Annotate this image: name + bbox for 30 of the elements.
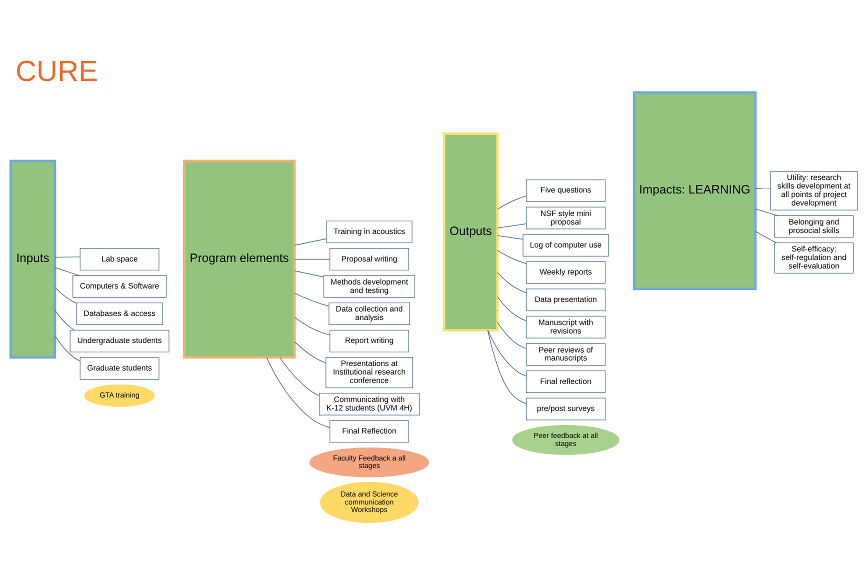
- connector: [294, 238, 327, 246]
- connector: [497, 196, 527, 210]
- connector: [497, 250, 527, 264]
- connector: [266, 357, 330, 428]
- node-box: Program elements: [182, 160, 296, 359]
- connector: [294, 292, 330, 306]
- connector: [54, 256, 80, 258]
- connector: [54, 267, 80, 276]
- connector: [488, 330, 527, 377]
- connector: [54, 335, 80, 362]
- connector: [54, 310, 75, 330]
- connector: [497, 223, 527, 228]
- connector: [280, 357, 320, 396]
- connector: [54, 287, 77, 304]
- connector: [294, 341, 326, 364]
- connector: [755, 230, 777, 244]
- connector: [294, 270, 324, 278]
- connector: [497, 272, 527, 294]
- connector: [487, 330, 526, 404]
- connector: [755, 188, 771, 189]
- connector: [497, 322, 527, 350]
- connector: [294, 258, 330, 260]
- node-box: Inputs: [9, 160, 56, 359]
- node-box: Outputs: [442, 132, 499, 332]
- connector: [755, 208, 778, 216]
- connector: [497, 296, 527, 322]
- connector: [497, 235, 524, 240]
- diagram-title: CURE: [16, 56, 98, 88]
- node-box: Impacts: LEARNING: [632, 91, 757, 290]
- connector: [294, 316, 330, 336]
